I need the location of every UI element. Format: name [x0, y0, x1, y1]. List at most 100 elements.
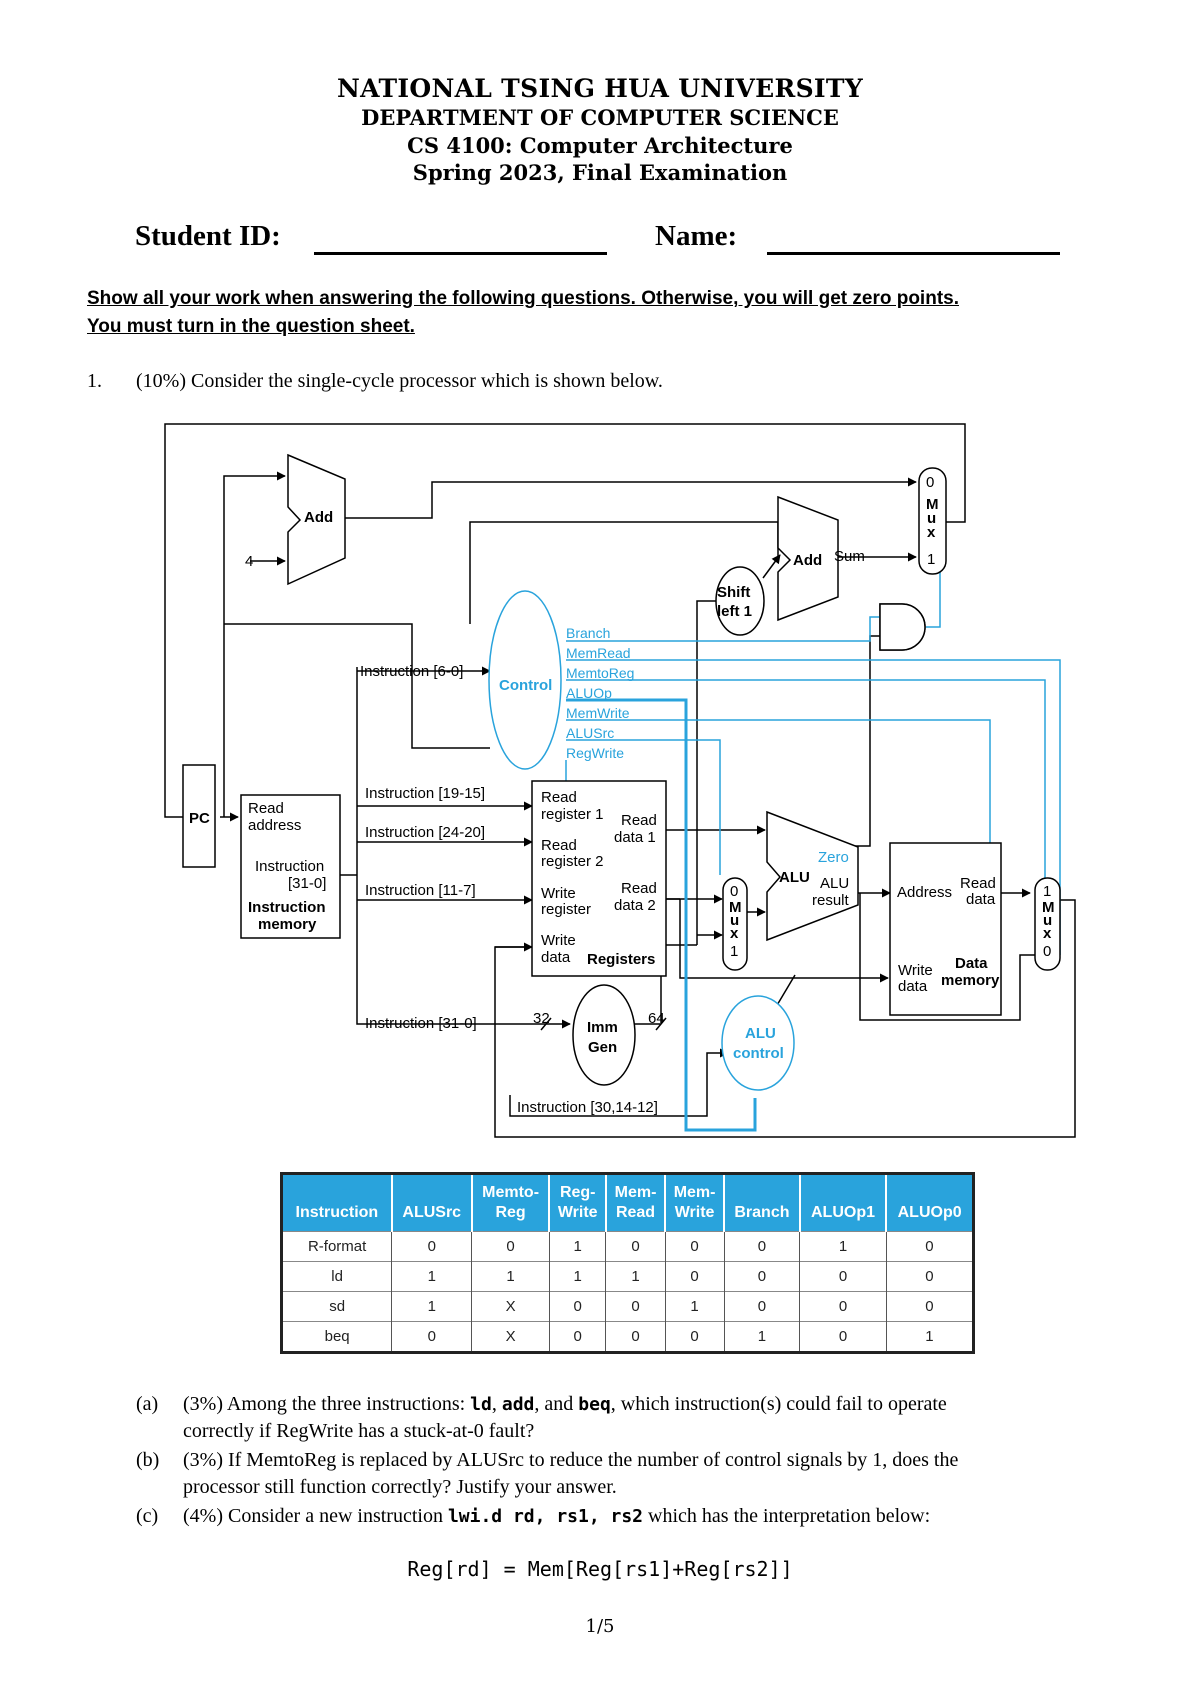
question-text: (10%) Consider the single-cycle processo…	[136, 370, 663, 392]
mux-mem-1: 1	[1043, 883, 1051, 900]
header-memwrite: Mem-Write	[665, 1173, 726, 1232]
cell: 1	[799, 1231, 887, 1262]
header-aluop0: ALUOp0	[886, 1173, 974, 1232]
question-number: 1.	[87, 370, 102, 392]
cell: 0	[665, 1321, 725, 1353]
code-lwi: lwi.d rd, rs1, rs2	[447, 1506, 644, 1527]
dmem-read: Read	[960, 875, 996, 892]
dmem-memory: memory	[941, 972, 1000, 989]
alu	[766, 810, 859, 942]
regs-register-3: register	[541, 901, 591, 918]
control-truth-table: Instruction ALUSrc Memto-Reg Reg-Write M…	[280, 1172, 975, 1354]
code-add: add	[501, 1394, 535, 1415]
constant-four: 4	[245, 553, 253, 570]
instr-19-15: Instruction [19-15]	[365, 785, 485, 802]
cell: 0	[391, 1231, 473, 1262]
cell: sd	[281, 1291, 393, 1322]
cell: 0	[799, 1291, 887, 1322]
pc-label: PC	[189, 810, 210, 827]
imem-instruction-2: Instruction	[248, 899, 326, 916]
dmem-write-data: data	[898, 978, 928, 995]
regs-data: data	[541, 949, 571, 966]
cell: 1	[549, 1231, 607, 1262]
sum-label: Sum	[834, 548, 865, 565]
shift-left-unit	[715, 566, 765, 636]
instructions-line2: You must turn in the question sheet.	[87, 316, 415, 337]
shift-label-1: Shift	[717, 584, 750, 601]
gen-label: Gen	[588, 1039, 617, 1056]
cell: 0	[665, 1231, 725, 1262]
mux-alu-0: 0	[730, 883, 738, 900]
exam-title: Spring 2023, Final Examination	[412, 160, 788, 185]
control-label: Control	[499, 677, 552, 694]
pc-adder	[287, 453, 346, 586]
alu-control-label-1: ALU	[745, 1025, 776, 1042]
imm-gen-unit	[572, 984, 636, 1086]
signal-memwrite: MemWrite	[566, 705, 630, 721]
instructions-line1: Show all your work when answering the fo…	[87, 288, 959, 309]
cell: 0	[799, 1261, 887, 1292]
cell: 0	[549, 1291, 607, 1322]
mux-mem-m: M	[1042, 899, 1055, 916]
part-b-line2: processor still function correctly? Just…	[183, 1476, 617, 1498]
cell: 0	[724, 1291, 801, 1322]
cell: 0	[799, 1321, 887, 1353]
imem-read: Read	[248, 800, 284, 817]
formula: Reg[rd] = Mem[Reg[rs1]+Reg[rs2]]	[407, 1557, 793, 1581]
header-memtoreg: Memto-Reg	[471, 1173, 551, 1232]
dmem-data-2: Data	[955, 955, 988, 972]
cell: 0	[724, 1261, 801, 1292]
cell: 1	[605, 1261, 666, 1292]
header-branch: Branch	[724, 1173, 801, 1232]
header-instruction: Instruction	[281, 1173, 393, 1232]
instr-11-7: Instruction [11-7]	[365, 882, 476, 899]
regs-read-data1-a: Read	[621, 812, 657, 829]
regs-read-2: Read	[541, 837, 577, 854]
cell: 0	[549, 1321, 607, 1353]
mux-top-m: M	[926, 496, 939, 513]
cell: beq	[281, 1321, 393, 1353]
cell: 1	[391, 1291, 473, 1322]
cell: 0	[886, 1261, 974, 1292]
alu-control-unit	[721, 995, 795, 1091]
imm-label: Imm	[587, 1019, 618, 1036]
cell: 0	[724, 1231, 801, 1262]
regs-write-2: Write	[541, 932, 576, 949]
cell: 0	[391, 1321, 473, 1353]
imem-address: address	[248, 817, 301, 834]
imem-bits: [31-0]	[288, 875, 326, 892]
mux-mem-0: 0	[1043, 943, 1051, 960]
dmem-address: Address	[897, 884, 952, 901]
cell: R-format	[281, 1231, 393, 1262]
dmem-data: data	[966, 891, 996, 908]
mux-top-x: x	[927, 524, 936, 541]
regs-read-1: Read	[541, 789, 577, 806]
signal-regwrite: RegWrite	[566, 745, 624, 761]
instr-30-14-12: Instruction [30,14-12]	[517, 1099, 658, 1116]
regs-read-data2-a: Read	[621, 880, 657, 897]
header-memread: Mem-Read	[605, 1173, 667, 1232]
page-number: 1/5	[585, 1616, 615, 1637]
cell: 0	[471, 1231, 550, 1262]
student-id-label: Student ID:	[135, 220, 281, 252]
mux-alu-src	[722, 877, 748, 971]
name-field[interactable]	[767, 252, 1060, 255]
mux-mem-u: u	[1043, 912, 1052, 929]
header-regwrite: Reg-Write	[549, 1173, 607, 1232]
name-label: Name:	[655, 220, 738, 252]
alu-label: ALU	[779, 869, 810, 886]
instruction-memory	[240, 794, 341, 939]
width-64: 64	[648, 1010, 665, 1027]
course-title: CS 4100: Computer Architecture	[407, 133, 793, 158]
shift-label-2: left 1	[717, 603, 752, 620]
control-signal-labels: Branch MemRead MemtoReg ALUOp MemWrite A…	[566, 625, 634, 761]
branch-and-gate	[879, 603, 926, 651]
cell: 0	[886, 1291, 974, 1322]
student-id-field[interactable]	[314, 252, 607, 255]
add-label-2: Add	[793, 552, 822, 569]
signal-memread: MemRead	[566, 645, 631, 661]
width-32: 32	[533, 1010, 550, 1027]
